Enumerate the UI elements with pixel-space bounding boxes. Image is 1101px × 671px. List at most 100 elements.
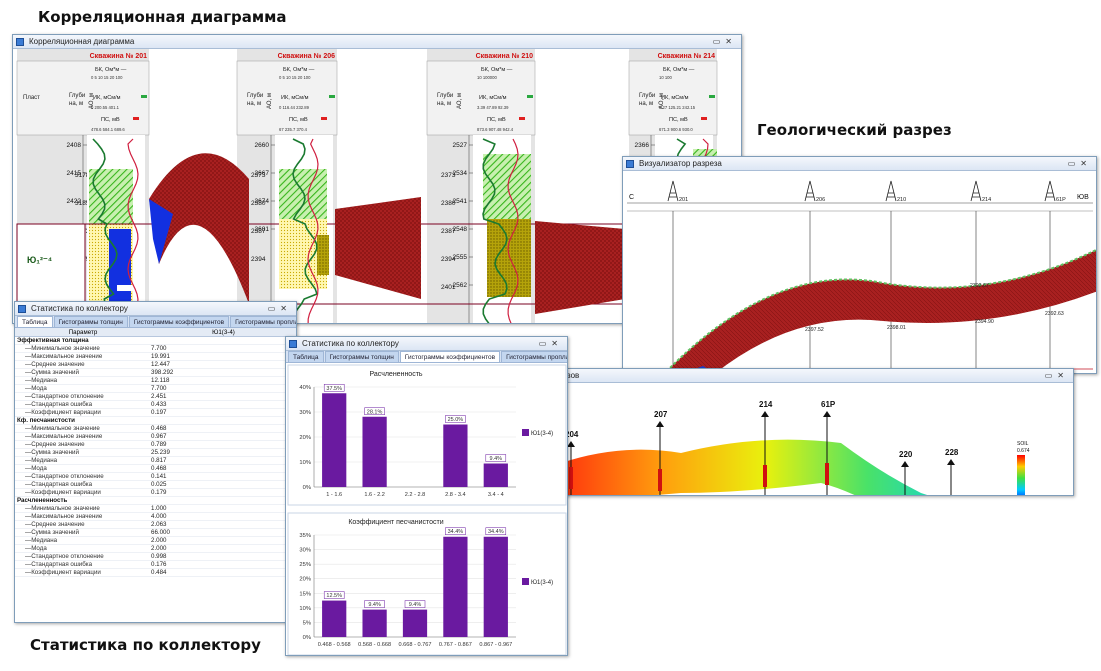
- window-buttons[interactable]: ▭✕: [1044, 371, 1069, 380]
- row-param: —Мода: [25, 385, 47, 392]
- window-buttons[interactable]: ▭✕: [267, 304, 292, 313]
- bar: [362, 609, 387, 637]
- perforation: [763, 465, 767, 487]
- arrow-icon: [901, 461, 909, 467]
- tab-3[interactable]: Гистограммы пропластков: [230, 316, 296, 327]
- row-value: 0.025: [151, 481, 167, 488]
- window-buttons[interactable]: ▭✕: [1067, 159, 1092, 168]
- ik-swatch: [527, 95, 533, 98]
- ps-scale: 873.6 907.48 942.4: [477, 127, 514, 132]
- group-row[interactable]: Расчлененность: [15, 497, 296, 505]
- reservoir-body: [664, 249, 1096, 373]
- app-icon: [18, 305, 26, 313]
- y-tick: 30%: [299, 410, 311, 416]
- tab-1[interactable]: Гистограммы толщин: [324, 351, 399, 362]
- data-label-box: [445, 415, 466, 423]
- legend-bk: БК, Ом*м —: [663, 67, 695, 73]
- row-value: 0.176: [151, 561, 167, 568]
- ao-header: АО, м: [89, 93, 95, 109]
- row-param: —Медиана: [25, 537, 58, 544]
- row-param: —Минимальное значение: [25, 425, 100, 432]
- stats-table-body[interactable]: Эффективная толщина—Минимальное значение…: [15, 337, 296, 577]
- tab-3[interactable]: Гистограммы пропластков: [501, 351, 567, 362]
- row-param: —Среднее значение: [25, 361, 85, 368]
- correlation-window[interactable]: Корреляционная диаграмма▭✕ Скважина № 20…: [12, 34, 742, 324]
- row-param: —Медиана: [25, 457, 58, 464]
- y-tick: 0%: [303, 485, 311, 491]
- ao-tick: 2387: [251, 228, 266, 235]
- row-value: 4.000: [151, 513, 167, 520]
- tab-0[interactable]: Таблица: [17, 316, 53, 327]
- legend-ik: ИК, мСм/м: [661, 95, 689, 101]
- legend-swatch: [522, 578, 529, 585]
- row-value: 12.447: [151, 361, 170, 368]
- depth-header: на, м: [437, 101, 451, 107]
- depth-tick: 2527: [453, 142, 468, 149]
- ps-swatch: [701, 117, 707, 120]
- row-value: 19.991: [151, 353, 170, 360]
- depth-tick: 2534: [453, 170, 468, 177]
- data-label: 9.4%: [490, 456, 503, 462]
- table-row[interactable]: —Коэффициент вариации 0.484: [15, 569, 296, 577]
- table-row[interactable]: —Среднее значение 12.447: [15, 361, 296, 369]
- row-value: 0.484: [151, 569, 167, 576]
- bar: [322, 393, 347, 487]
- ps-swatch: [321, 117, 327, 120]
- group-row[interactable]: Кф. песчанистости: [15, 417, 296, 425]
- gap: [117, 285, 133, 291]
- row-value: 66.000: [151, 529, 170, 536]
- window-title: зов: [567, 371, 580, 380]
- tab-2[interactable]: Гистограммы коэффициентов: [399, 351, 501, 362]
- window-buttons[interactable]: ▭✕: [538, 339, 563, 348]
- row-value: 0.998: [151, 553, 167, 560]
- data-label: 12.5%: [326, 593, 342, 599]
- data-label-box: [445, 527, 466, 535]
- row-param: —Среднее значение: [25, 441, 85, 448]
- ps-curve: [507, 138, 519, 323]
- tab-1[interactable]: Гистограммы толщин: [53, 316, 128, 327]
- tab-0[interactable]: Таблица: [288, 351, 324, 362]
- correlation-body-2: [335, 197, 421, 299]
- ik-swatch: [329, 95, 335, 98]
- row-param: —Среднее значение: [25, 521, 85, 528]
- group-row[interactable]: Эффективная толщина: [15, 337, 296, 345]
- window-buttons[interactable]: ▭✕: [712, 37, 737, 46]
- row-param: —Коэффициент вариации: [25, 569, 101, 576]
- row-value: 25.239: [151, 449, 170, 456]
- tab-2[interactable]: Гистограммы коэффициентов: [128, 316, 230, 327]
